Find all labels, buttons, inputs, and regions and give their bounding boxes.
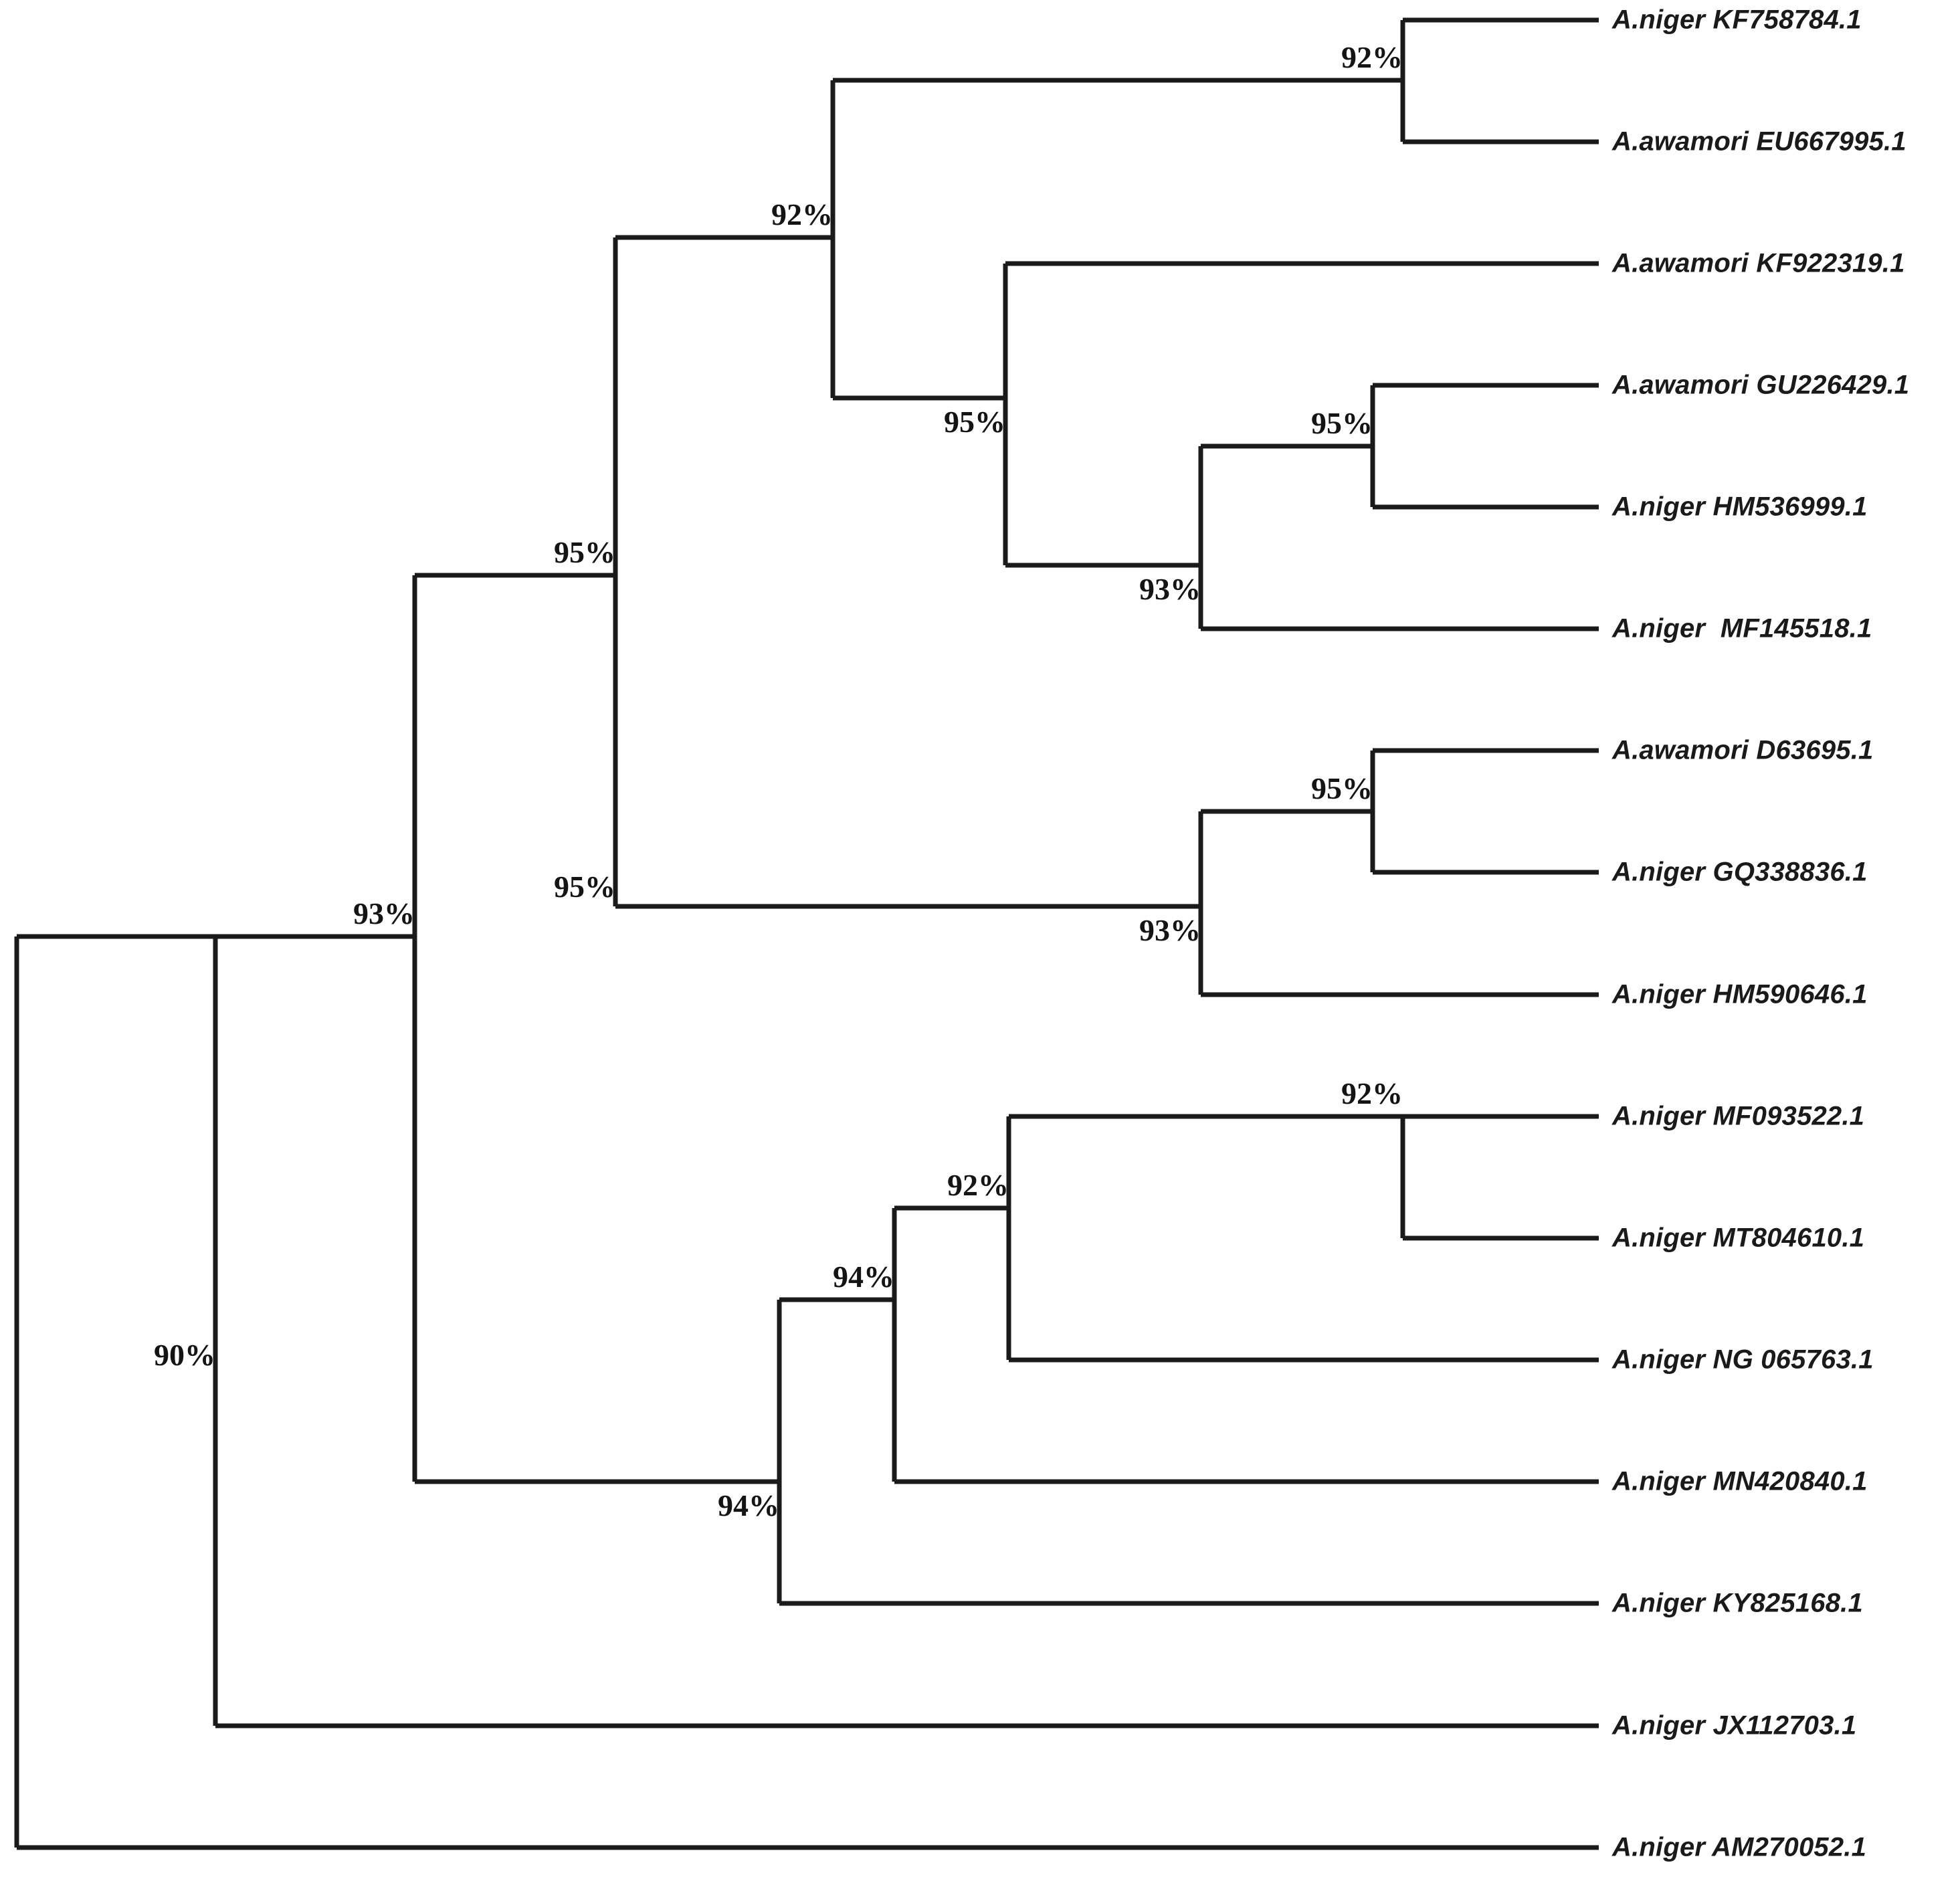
support-label-clade-root-inner: 90%	[154, 1338, 215, 1372]
support-label-clade-upper-middle: 95%	[554, 535, 615, 569]
tip-label-hm536999: A.niger HM536999.1	[1612, 492, 1868, 522]
tip-label-eu667995: A.awamori EU667995.1	[1612, 126, 1906, 157]
support-label-clade-kf922319: 95%	[944, 405, 1005, 439]
tip-label-gq338836: A.niger GQ338836.1	[1612, 857, 1868, 887]
support-label-clade-ky825168: 94%	[718, 1488, 779, 1522]
tip-label-jx112703: A.niger JX112703.1	[1612, 1710, 1857, 1741]
tip-label-gu226429: A.awamori GU226429.1	[1612, 370, 1910, 400]
support-label-clade-top: 92%	[771, 197, 833, 231]
tip-label-ng065763: A.niger NG 065763.1	[1612, 1345, 1874, 1375]
tip-label-kf922319: A.awamori KF922319.1	[1612, 248, 1905, 278]
support-label-clade-ng065763: 92%	[947, 1168, 1009, 1202]
support-label-clade-hm590646: 93%	[1139, 913, 1201, 947]
support-label-clade-jx112703: 93%	[353, 896, 415, 930]
tip-label-mf145518: A.niger MF145518.1	[1612, 613, 1872, 643]
support-label-cherry-d63695-gq338836: 95%	[1311, 771, 1373, 805]
tip-label-mf093522: A.niger MF093522.1	[1612, 1101, 1865, 1131]
tip-label-kf758784: A.niger KF758784.1	[1612, 5, 1862, 35]
support-label-cherry-mf093522-mt804610: 92%	[1341, 1076, 1403, 1110]
tip-label-mt804610: A.niger MT804610.1	[1612, 1223, 1865, 1253]
tip-label-d63695: A.awamori D63695.1	[1612, 735, 1874, 765]
tip-label-mn420840: A.niger MN420840.1	[1612, 1466, 1868, 1496]
tip-label-am270052: A.niger AM270052.1	[1612, 1832, 1867, 1862]
tip-label-hm590646: A.niger HM590646.1	[1612, 979, 1868, 1009]
support-label-clade-mn420840: 94%	[833, 1260, 894, 1294]
support-label-clade-middle-stem: 95%	[554, 870, 615, 904]
support-label-clade-mf145518: 93%	[1139, 572, 1201, 606]
support-label-cherry-gu226429-hm536999: 95%	[1311, 406, 1373, 440]
support-label-cherry-kf758784-eu667995: 92%	[1341, 40, 1403, 74]
tip-label-ky825168: A.niger KY825168.1	[1612, 1588, 1863, 1618]
